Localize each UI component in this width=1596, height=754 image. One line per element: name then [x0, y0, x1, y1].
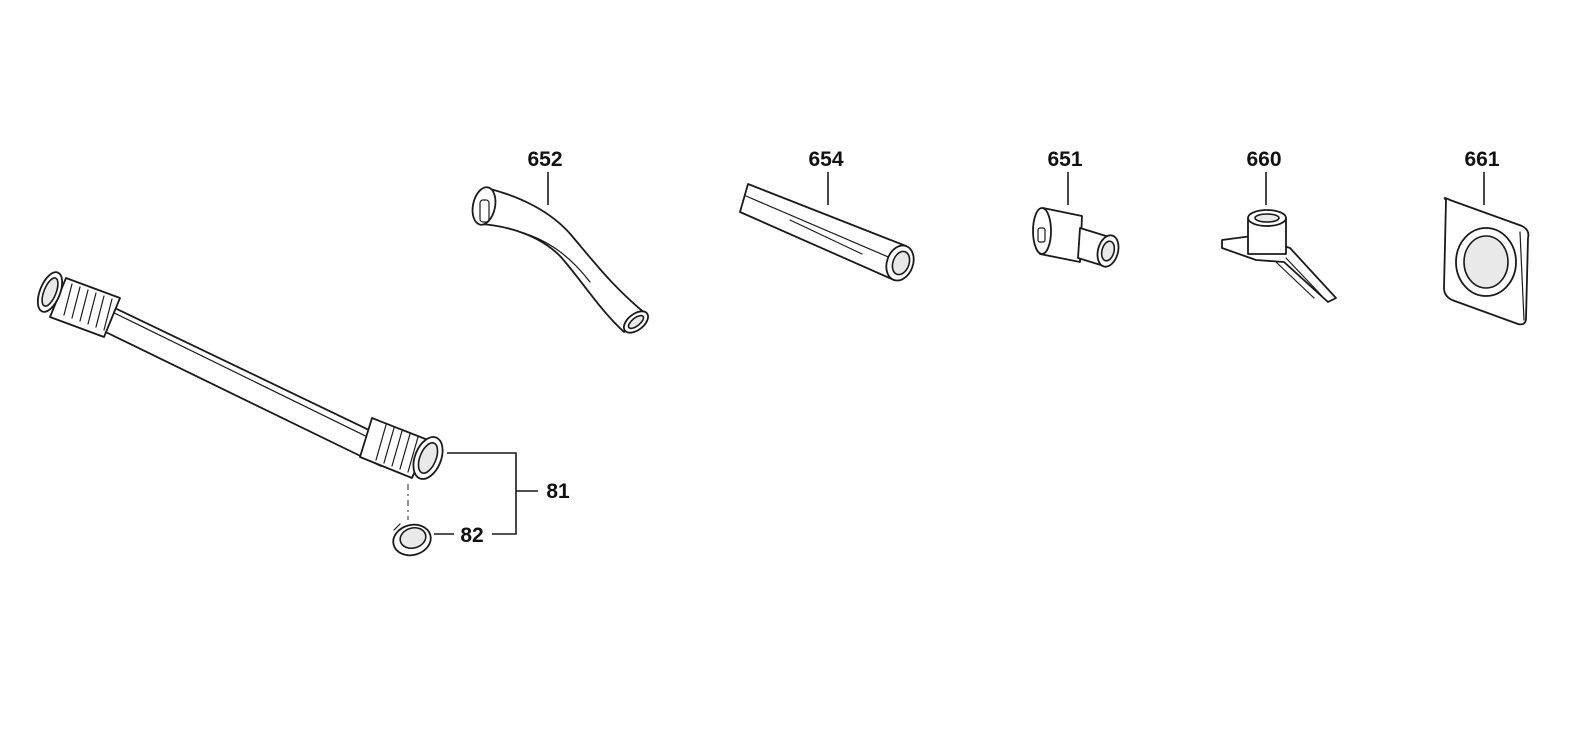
- callout-652: 652: [527, 148, 562, 171]
- callout-660: 660: [1246, 148, 1281, 171]
- clip-ring-drawing: [392, 484, 432, 557]
- adapter-drawing: [1032, 207, 1120, 268]
- callout-82: 82: [460, 524, 483, 547]
- extension-tube-drawing: [36, 271, 444, 480]
- callout-654: 654: [808, 148, 843, 171]
- filter-pad-drawing: [1443, 197, 1530, 326]
- leader-lines: [434, 172, 1485, 535]
- callout-651: 651: [1047, 148, 1082, 171]
- crevice-nozzle-drawing: [739, 183, 915, 282]
- callout-661: 661: [1464, 148, 1499, 171]
- callout-81: 81: [546, 480, 570, 503]
- curved-handle-drawing: [471, 186, 649, 334]
- floor-nozzle-drawing: [1221, 209, 1337, 303]
